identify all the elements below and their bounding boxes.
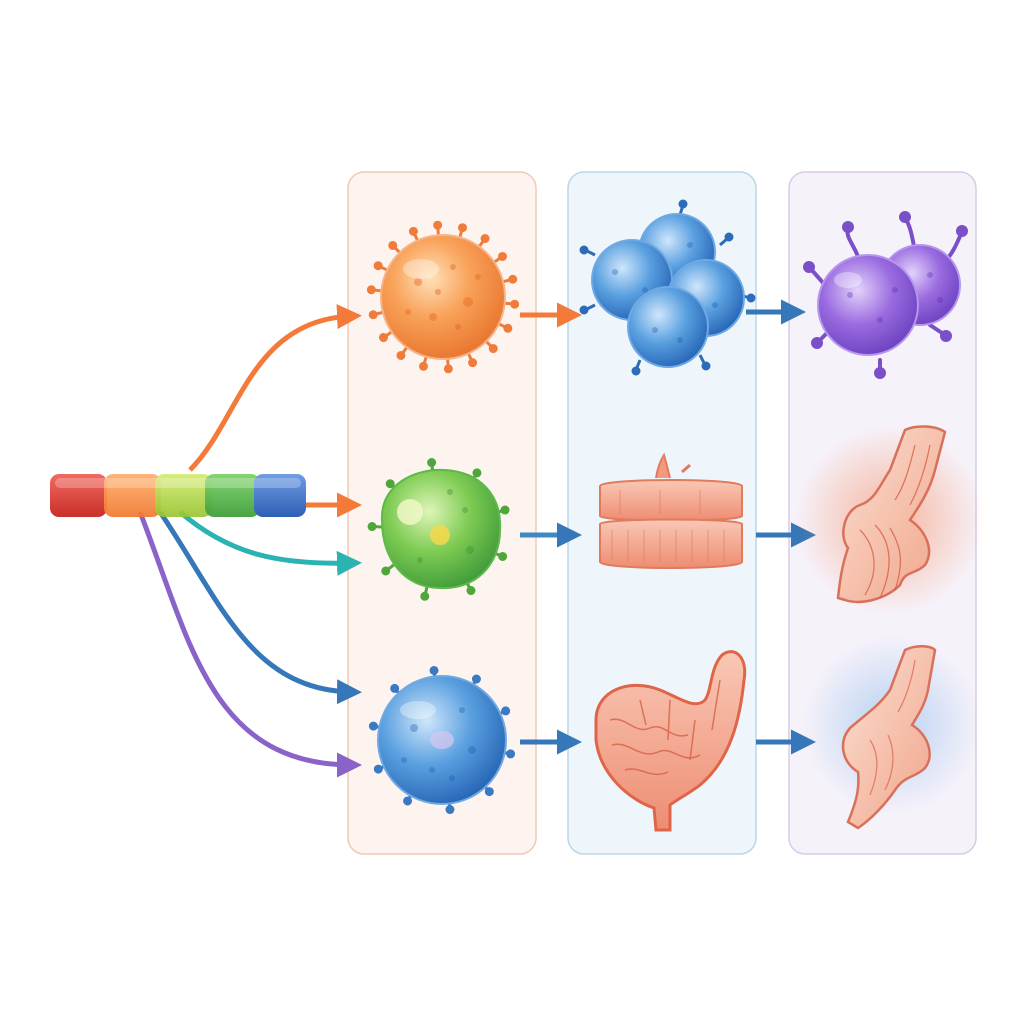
- cell-spike-tip: [500, 505, 510, 515]
- cell-spike-tip: [381, 566, 391, 576]
- cell-spike-tip: [503, 323, 513, 333]
- knee-joint-icon: [802, 635, 982, 830]
- cell-spike-tip: [396, 350, 406, 360]
- cell-spike-tip: [458, 223, 468, 233]
- cell-spike-tip: [429, 665, 439, 675]
- orange-cell-icon: [366, 220, 520, 374]
- cell-spike-tip: [366, 285, 376, 295]
- cell-spike-tip: [508, 274, 518, 284]
- cell-spike-tip: [480, 234, 490, 244]
- cell-spike-tip: [368, 310, 378, 320]
- cell-spike-tip: [466, 586, 476, 596]
- cell-spike-tip: [445, 805, 455, 815]
- cell-spike-tip: [418, 361, 428, 371]
- cell-spike-tip: [472, 468, 482, 478]
- source-segment-green: [205, 474, 260, 517]
- cell-spike-tip: [373, 764, 383, 774]
- cell-spike-tip: [510, 299, 520, 309]
- source-segment-yellow-green: [155, 474, 212, 517]
- cell-spike-tip: [390, 683, 400, 693]
- cell-spike-tip: [403, 796, 413, 806]
- cell-spike-tip: [367, 522, 377, 532]
- cell-spike-tip: [388, 240, 398, 250]
- cell-spike-tip: [408, 226, 418, 236]
- cell-spike-tip: [484, 787, 494, 797]
- blue-cell-cluster-icon: [579, 199, 756, 376]
- cell-spike-tip: [385, 479, 395, 489]
- cell-spike-tip: [488, 344, 498, 354]
- cell-spike-tip: [498, 551, 508, 561]
- branch-arrow-orange: [188, 304, 362, 472]
- cell-spike-tip: [427, 458, 437, 468]
- cell-spike-tip: [501, 706, 511, 716]
- cell-spike-tip: [443, 364, 453, 374]
- cell-spike-tip: [498, 251, 508, 261]
- source-segment-red: [50, 474, 107, 517]
- branch-arrow-steel-blue: [157, 510, 362, 705]
- cell-spike-tip: [468, 358, 478, 368]
- cell-spike-tip: [471, 674, 481, 684]
- source-segment-orange: [104, 474, 161, 517]
- cell-spike-tip: [368, 721, 378, 731]
- purple-cells-icon: [803, 211, 968, 379]
- cell-spike-tip: [373, 261, 383, 271]
- blue-cell-icon: [368, 665, 516, 815]
- cell-spike-tip: [506, 749, 516, 759]
- source-segment-blue: [254, 474, 306, 517]
- tissue-block-icon: [599, 452, 743, 569]
- cell-spike-tip: [420, 591, 430, 601]
- branch-arrow-purple: [137, 511, 362, 778]
- cell-spike-tip: [433, 220, 443, 230]
- stomach-icon: [594, 650, 747, 832]
- branch-arrow-teal: [178, 510, 362, 576]
- green-cell-icon: [367, 458, 510, 601]
- knee-joint-icon: [795, 425, 985, 615]
- source-color-bar: [50, 474, 306, 517]
- cell-spike-tip: [378, 333, 388, 343]
